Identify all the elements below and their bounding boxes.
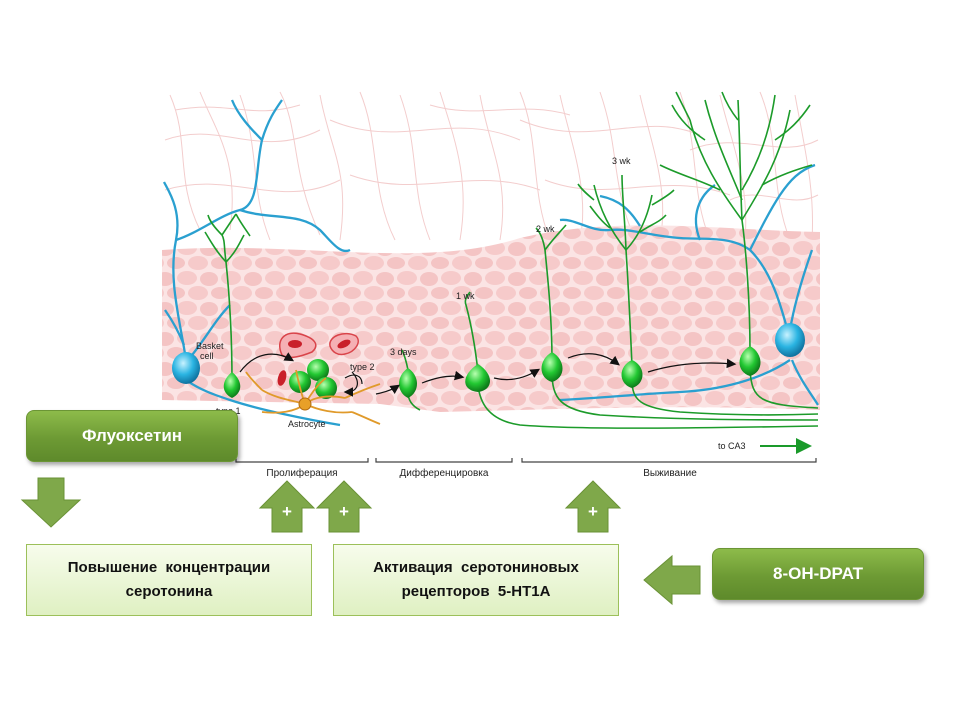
receptors-line1: Активация серотониновых	[373, 559, 579, 576]
receptors-line2: рецепторов 5-HT1A	[401, 583, 551, 600]
up-arrow-2	[315, 480, 373, 533]
plus-sign-3: +	[588, 502, 598, 521]
wk3-label: 3 wk	[612, 156, 631, 166]
wk2-label: 2 wk	[536, 224, 555, 234]
stage-differentiation: Дифференцировка	[400, 467, 489, 479]
basket-cell-axons	[162, 99, 819, 427]
blood-vessels	[277, 332, 359, 386]
up-arrow-3	[564, 480, 622, 533]
wk1-label: 1 wk	[456, 291, 475, 301]
basket-cells	[172, 323, 805, 384]
dpat-button[interactable]: 8-OH-DPAT	[712, 548, 924, 600]
plus-sign-1: +	[282, 502, 292, 521]
down-arrow	[20, 477, 82, 528]
fluoxetine-button[interactable]: Флуоксетин	[26, 410, 238, 462]
stage-proliferation: Пролиферация	[266, 467, 337, 479]
days3-label: 3 days	[390, 347, 417, 357]
astrocyte-label: Astrocyte	[288, 419, 326, 429]
left-arrow	[643, 554, 701, 606]
stage-brackets	[235, 458, 817, 463]
progression-arrows	[239, 352, 737, 397]
stage-survival: Выживание	[643, 468, 697, 479]
dpat-label: 8-OH-DPAT	[772, 564, 864, 583]
granule-cell-layer	[162, 225, 820, 412]
type2-label: type 2	[350, 362, 375, 372]
serotonin-line1: Повышение концентрации	[67, 559, 271, 576]
serotonin-line2: серотонина	[125, 583, 213, 600]
receptor-activation-box: Активация серотониновых рецепторов 5-HT1…	[333, 544, 619, 616]
serotonin-increase-box: Повышение концентрации серотонина	[26, 544, 312, 616]
up-arrow-1	[258, 480, 316, 533]
fluoxetine-label: Флуоксетин	[81, 426, 183, 445]
plus-sign-2: +	[339, 502, 349, 521]
to-ca3-label: to CA3	[718, 441, 746, 451]
